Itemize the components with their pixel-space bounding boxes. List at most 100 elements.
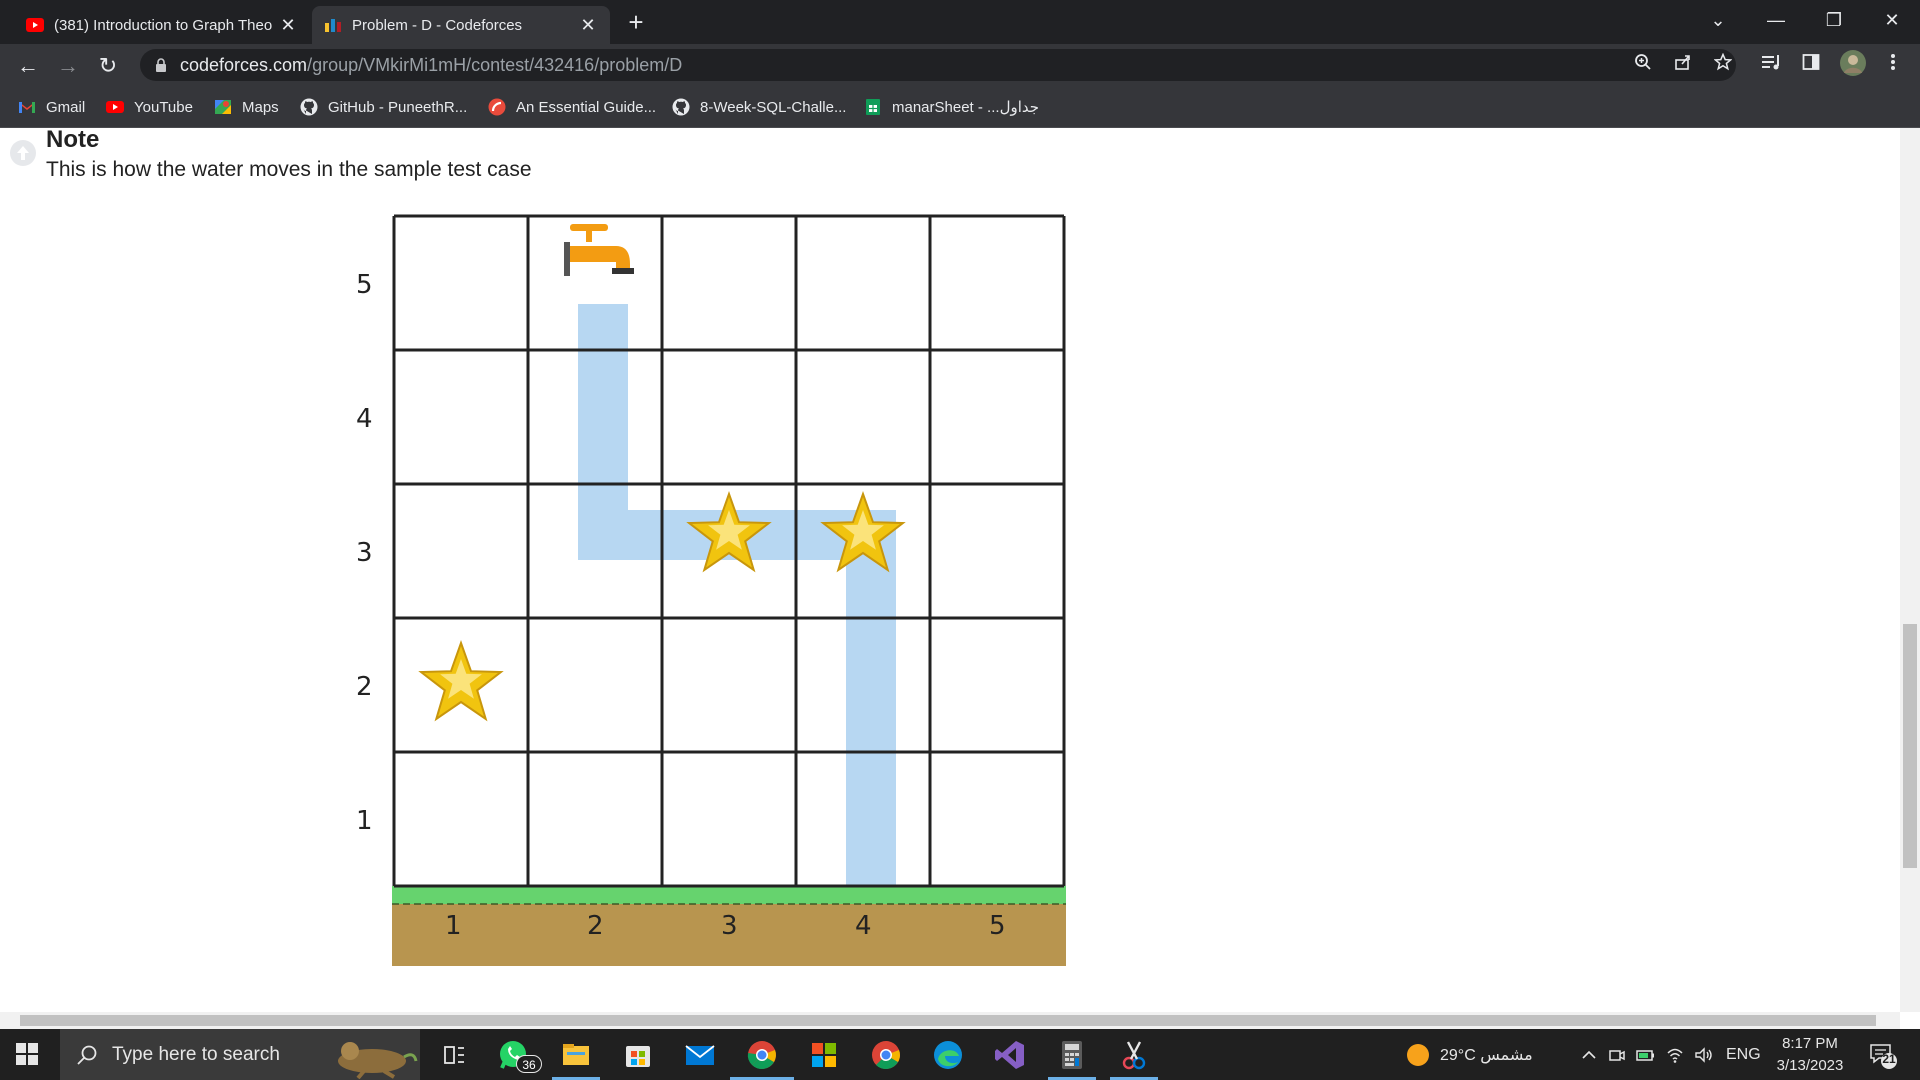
vertical-scrollbar[interactable]: [1900, 128, 1920, 1012]
visual-studio-icon[interactable]: [992, 1037, 1028, 1073]
restore-button[interactable]: ❐: [1825, 9, 1843, 30]
essential-guide-icon: [488, 98, 506, 116]
new-tab-button[interactable]: +: [628, 7, 644, 37]
bookmark-maps[interactable]: Maps: [214, 96, 279, 118]
star-icon: [820, 491, 906, 573]
row-label: 4: [356, 404, 373, 434]
url-host: codeforces.com: [180, 54, 308, 75]
faucet-spout-tip: [612, 268, 634, 274]
reload-button[interactable]: ↻: [98, 53, 118, 78]
star-highlight: [842, 510, 884, 550]
row-label: 2: [356, 672, 373, 702]
bookmark-sql-challenge[interactable]: 8-Week-SQL-Challe...: [672, 96, 846, 118]
scroll-to-top-button[interactable]: [10, 140, 36, 166]
notification-center-button[interactable]: 21: [1868, 1029, 1898, 1080]
arrow-up-icon: [17, 146, 29, 160]
battery-icon[interactable]: [1636, 1046, 1656, 1064]
clock-date: 3/13/2023: [1776, 1057, 1844, 1074]
calculator-icon[interactable]: [1054, 1037, 1090, 1073]
speaker-icon[interactable]: [1694, 1046, 1714, 1064]
side-panel-icon[interactable]: [1796, 50, 1826, 80]
zoom-icon[interactable]: [1628, 50, 1658, 80]
maps-icon: [215, 100, 231, 114]
language-indicator[interactable]: ENG: [1726, 1045, 1761, 1063]
mail-icon[interactable]: [682, 1037, 718, 1073]
tab-codeforces[interactable]: Problem - D - Codeforces ✕: [312, 6, 610, 44]
notification-icon: [1870, 1043, 1897, 1069]
tab-strip: (381) Introduction to Graph Theo ✕ Probl…: [0, 0, 1920, 44]
tab-search-button[interactable]: ⌄: [1710, 9, 1726, 30]
water-segment-fall: [846, 510, 896, 886]
vertical-scrollbar-thumb[interactable]: [1903, 624, 1917, 868]
active-indicator: [730, 1077, 794, 1080]
office-icon[interactable]: [806, 1037, 842, 1073]
chrome-icon[interactable]: [868, 1037, 904, 1073]
search-placeholder: Type here to search: [112, 1043, 280, 1065]
star-highlight: [708, 510, 750, 550]
water-path: [578, 304, 896, 886]
tap: [564, 224, 634, 276]
active-indicator: [552, 1077, 600, 1080]
chevron-up-icon[interactable]: [1580, 1046, 1598, 1064]
horizontal-scrollbar-thumb[interactable]: [20, 1015, 1876, 1026]
faucet-handle: [570, 224, 608, 231]
store-icon[interactable]: [620, 1037, 656, 1073]
bookmark-essential-guide[interactable]: An Essential Guide...: [488, 96, 656, 118]
meet-now-icon[interactable]: [1608, 1046, 1626, 1064]
github-icon: [672, 98, 690, 116]
page-content: Note This is how the water moves in the …: [0, 128, 1900, 1012]
file-explorer-icon[interactable]: [558, 1037, 594, 1073]
tab-close-button[interactable]: ✕: [580, 14, 596, 35]
row-label: 5: [356, 270, 373, 300]
faucet-wall-mount: [564, 242, 570, 276]
windows-start-icon[interactable]: [16, 1043, 38, 1065]
edge-icon[interactable]: [930, 1037, 966, 1073]
profile-avatar[interactable]: [1838, 50, 1868, 80]
note-text: This is how the water moves in the sampl…: [46, 158, 532, 181]
clock[interactable]: 8:17 PM 3/13/2023: [1760, 1033, 1860, 1077]
bookmark-manarsheet[interactable]: manarSheet - ...جداول: [864, 96, 1039, 118]
bookmark-label: Maps: [242, 98, 279, 116]
star-icon[interactable]: [1708, 50, 1738, 80]
chrome-icon[interactable]: [744, 1037, 780, 1073]
column-label: 3: [721, 911, 738, 941]
weather-text: 29°C مشمس: [1440, 1046, 1533, 1064]
tab-title: (381) Introduction to Graph Theo: [54, 16, 273, 34]
bookmark-youtube[interactable]: YouTube: [106, 96, 193, 118]
stars: [418, 491, 906, 722]
column-label: 5: [989, 911, 1006, 941]
notification-count: 21: [1882, 1052, 1896, 1066]
sun-icon: [1407, 1043, 1429, 1066]
search-icon: [77, 1045, 97, 1065]
menu-icon[interactable]: [1878, 50, 1908, 80]
soil-block: [392, 904, 1066, 966]
wifi-icon[interactable]: [1666, 1046, 1684, 1064]
tab-youtube[interactable]: (381) Introduction to Graph Theo ✕: [14, 6, 310, 44]
bookmark-github-puneeth[interactable]: GitHub - PuneethR...: [300, 96, 467, 118]
taskbar-search-box[interactable]: Type here to search: [60, 1029, 420, 1080]
sheets-icon: [866, 99, 880, 115]
row-label: 1: [356, 806, 373, 836]
column-label: 1: [445, 911, 462, 941]
close-window-button[interactable]: ✕: [1884, 9, 1900, 30]
back-button[interactable]: ←: [17, 53, 39, 78]
reading-list-icon[interactable]: [1756, 50, 1786, 80]
address-bar[interactable]: codeforces.com/group/VMkirMi1mH/contest/…: [140, 49, 1736, 81]
bookmark-label: YouTube: [134, 98, 193, 116]
tab-close-button[interactable]: ✕: [280, 14, 296, 35]
grid-lines: [392, 214, 1066, 888]
note-title: Note: [46, 128, 100, 153]
share-icon[interactable]: [1668, 50, 1698, 80]
bookmark-gmail[interactable]: Gmail: [18, 96, 85, 118]
horizontal-scrollbar[interactable]: [0, 1012, 1900, 1029]
gmail-icon: [19, 102, 35, 113]
url-path: /group/VMkirMi1mH/contest/432416/problem…: [307, 54, 683, 75]
bookmarks-bar: Gmail YouTube Maps GitHub - PuneethR... …: [0, 86, 1920, 128]
minimize-button[interactable]: —: [1767, 9, 1785, 30]
forward-button[interactable]: →: [57, 53, 79, 78]
weather-widget[interactable]: 29°C مشمس: [1406, 1029, 1533, 1080]
snipping-tool-icon[interactable]: [1116, 1037, 1152, 1073]
task-view-icon[interactable]: [436, 1037, 472, 1073]
